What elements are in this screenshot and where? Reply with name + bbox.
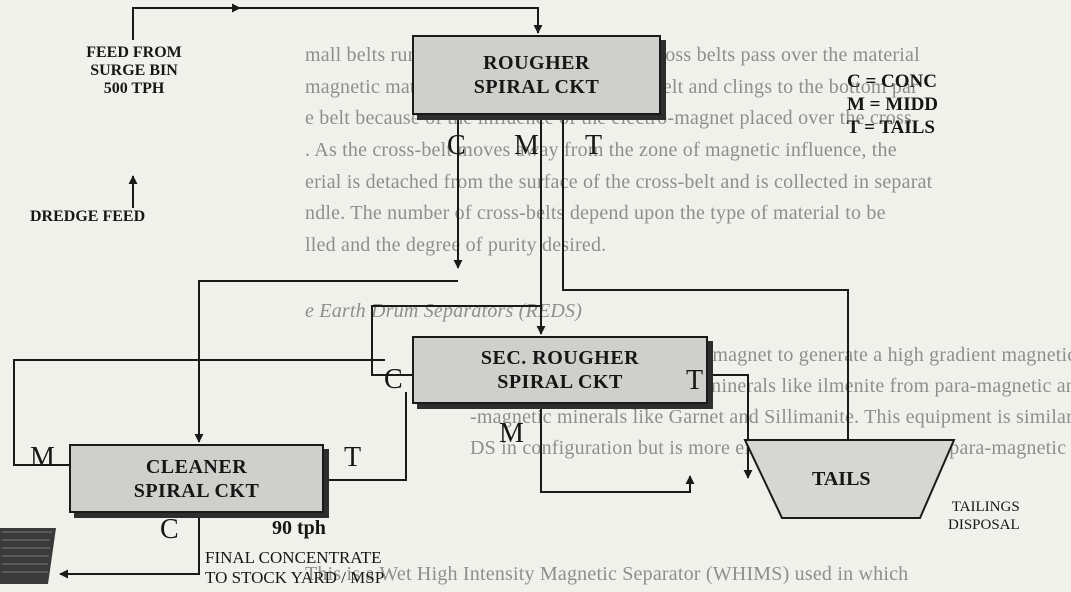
cleaner-c-label: C [160,514,179,546]
rate-label: 90 tph [272,517,326,540]
feed-line-3: 500 TPH [72,80,196,98]
feed-line [240,8,538,33]
rougher-spiral-box: ROUGHER SPIRAL CKT [412,35,661,115]
feed-from-surge-bin: FEED FROM SURGE BIN 500 TPH [72,44,196,98]
tailings-disposal-label: TAILINGS DISPOSAL [948,498,1020,534]
sec-rougher-m-label: M [499,418,524,450]
tails-label: TAILS [812,468,871,491]
rougher-subtitle: SPIRAL CKT [474,75,600,99]
rougher-t-label: T [585,130,602,162]
legend: C = CONC M = MIDD T = TAILS [847,70,938,139]
stockpile-icon [0,528,56,584]
feed-line-2: SURGE BIN [72,62,196,80]
legend-conc: C = CONC [847,70,938,93]
sec-tails-line [708,375,748,478]
rougher-tails-line [563,118,848,478]
tailings-line-1: TAILINGS [948,498,1020,516]
cleaner-title: CLEANER [146,455,247,479]
cleaner-spiral-box: CLEANER SPIRAL CKT [69,444,324,513]
feed-line [133,8,240,40]
sec-rougher-t-label: T [686,365,703,397]
sec-rougher-spiral-box: SEC. ROUGHER SPIRAL CKT [412,336,708,404]
sec-rougher-subtitle: SPIRAL CKT [497,370,623,394]
legend-midd: M = MIDD [847,93,938,116]
rougher-c-label: C [447,130,466,162]
rougher-title: ROUGHER [483,51,590,75]
cleaner-t-label: T [344,442,361,474]
cleaner-m-label: M [30,442,55,474]
sec-rougher-title: SEC. ROUGHER [481,346,639,370]
cleaner-tails-line [322,392,406,480]
rougher-m-label: M [514,130,539,162]
sec-midd-line [541,398,690,492]
final-concentrate-label: FINAL CONCENTRATE TO STOCK YARD / MSP [205,548,384,588]
dredge-feed-label: DREDGE FEED [30,208,145,226]
cleaner-subtitle: SPIRAL CKT [134,479,260,503]
feed-line-1: FEED FROM [72,44,196,62]
legend-tails: T = TAILS [847,116,938,139]
final-line-1: FINAL CONCENTRATE [205,548,384,568]
sec-rougher-c-label: C [384,364,403,396]
final-line-2: TO STOCK YARD / MSP [205,568,384,588]
tailings-line-2: DISPOSAL [948,516,1020,534]
